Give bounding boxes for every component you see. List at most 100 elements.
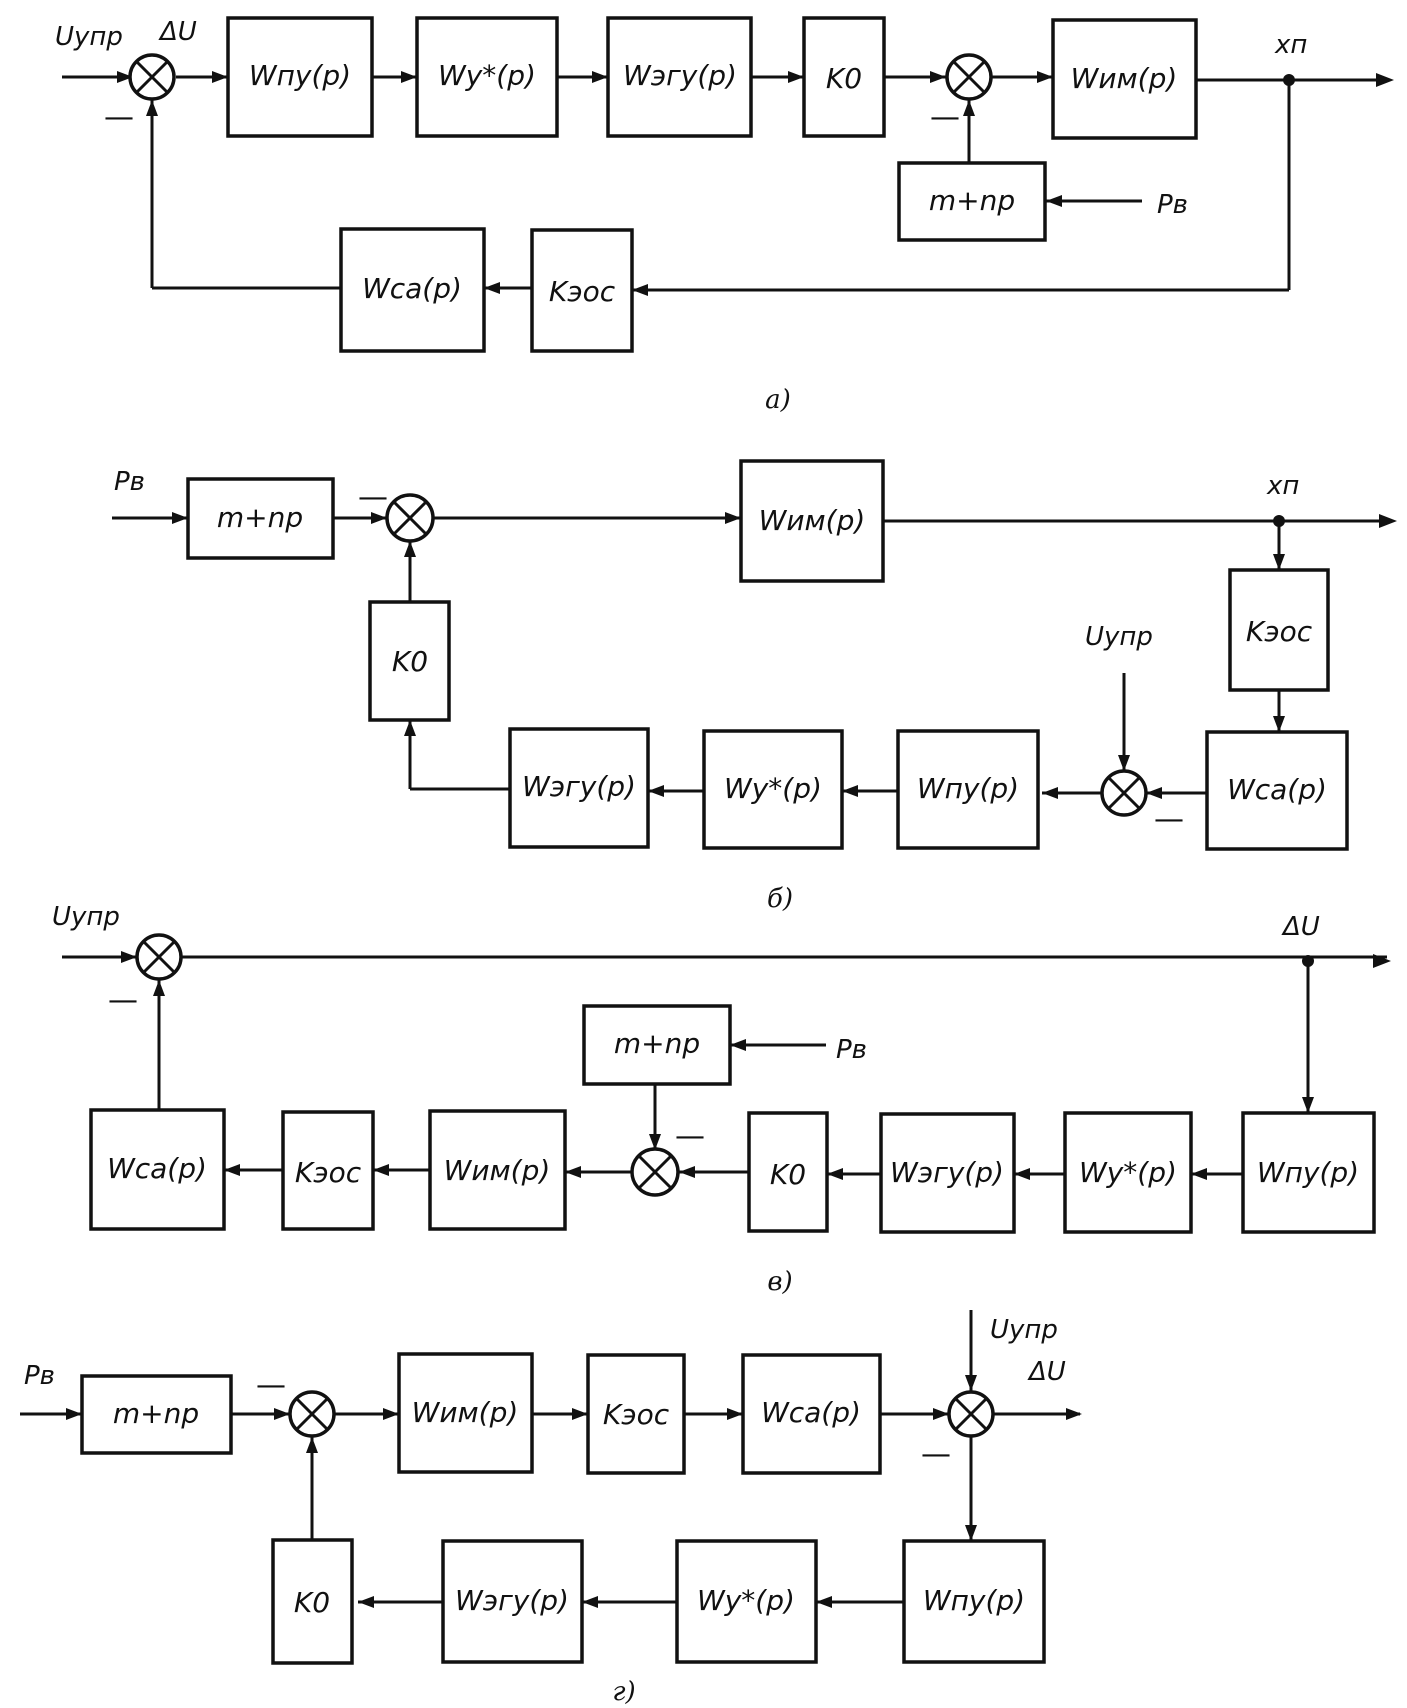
minus-sign: — [675,1119,705,1154]
input-label: Uупр [52,902,120,932]
block-wpu-label: Wпу(p) [1257,1156,1359,1189]
block-wsa [339,227,486,353]
input-label: Uупр [990,1315,1058,1345]
block-k0-label: K0 [770,1158,806,1191]
block-wy-label: Wу*(p) [438,59,536,92]
block-keos-label: Kэос [295,1156,362,1189]
minus-sign: — [108,983,138,1018]
block-wy [702,729,844,850]
block-wy-label: Wу*(p) [1079,1156,1177,1189]
input-label: Uупр [1085,622,1153,652]
block-wegu [508,727,650,849]
block-keos-label: Kэос [1246,615,1313,648]
block-wpu-label: Wпу(p) [917,772,1019,805]
caption-b: б) [767,884,793,914]
block-wpu [1241,1111,1376,1234]
block-wegu-label: Wэгу(p) [455,1584,569,1617]
block-wpu-label: Wпу(p) [249,59,351,92]
block-wy [415,16,559,138]
block-k0 [368,600,451,722]
block-wim-label: Wим(p) [759,504,866,537]
block-wy-label: Wу*(p) [697,1584,795,1617]
block-wegu-label: Wэгу(p) [623,59,737,92]
block-wy [675,1539,818,1664]
diagram-v: m+np Wса(p) Kэос Wим(p) K0 Wэгу(p) Wу*(p… [52,902,1391,1297]
block-wegu-label: Wэгу(p) [890,1156,1004,1189]
sum-junction-input [947,1390,995,1438]
block-wim [1051,18,1198,140]
minus-sign: — [921,1437,951,1472]
block-wsa [741,1353,882,1475]
block-wy [1063,1111,1193,1234]
minus-sign: — [358,480,388,515]
block-wim [739,459,885,583]
load-label: Pв [24,1361,55,1391]
block-wsa-label: Wса(p) [107,1152,207,1185]
load-label: Pв [836,1035,867,1065]
diagram-b: m+np Wим(p) K0 Kэос Wса(p) Wпу(p) Wу*(p)… [112,459,1397,914]
block-wegu-label: Wэгу(p) [522,770,636,803]
load-label: Pв [114,467,145,497]
output-label: ΔU [1027,1357,1066,1387]
input-label: Uупр [55,22,123,52]
sum-junction-load [630,1147,680,1197]
block-keos [530,228,634,353]
output-label: xп [1266,471,1299,501]
block-wegu [606,16,753,138]
block-mnp-label: m+np [929,184,1015,217]
sum-junction-load [945,53,993,101]
block-keos [281,1110,375,1231]
block-wpu [226,16,374,138]
block-mnp-label: m+np [217,501,303,534]
sum-junction-input [128,53,176,101]
minus-sign: — [930,100,960,135]
block-k0-label: K0 [392,645,428,678]
block-wim-label: Wим(p) [412,1396,519,1429]
block-keos-label: Kэос [603,1398,670,1431]
block-k0-label: K0 [294,1586,330,1619]
block-wpu [902,1539,1046,1664]
block-k0 [747,1111,829,1233]
block-wpu-label: Wпу(p) [923,1584,1025,1617]
caption-v: в) [767,1267,792,1297]
block-wsa-label: Wса(p) [761,1396,861,1429]
block-keos [1228,568,1330,692]
block-wpu [896,729,1040,850]
block-mnp-label: m+np [113,1397,199,1430]
load-label: Pв [1157,190,1188,220]
arrowheads [121,951,1391,1180]
block-wim [397,1352,534,1474]
block-k0-label: K0 [826,62,862,95]
minus-sign: — [104,100,134,135]
output-label: xп [1274,30,1307,60]
error-label: ΔU [158,17,197,47]
block-k0 [271,1538,354,1665]
branch-point [1273,515,1285,527]
arrowheads [117,71,1394,296]
block-wsa-label: Wса(p) [1227,773,1327,806]
block-k0 [802,16,886,138]
branch-point [1302,955,1314,967]
block-mnp [186,477,335,560]
block-mnp [897,161,1047,242]
arrowheads [66,1375,1082,1608]
caption-g: г) [612,1677,635,1707]
sum-junction-input [1100,769,1148,817]
block-wsa [1205,730,1349,851]
block-wim-label: Wим(p) [444,1154,551,1187]
block-mnp [582,1004,732,1086]
block-wsa [89,1108,226,1231]
block-wim-label: Wим(p) [1071,62,1178,95]
block-keos [586,1353,686,1475]
caption-a: а) [765,385,791,415]
sum-junction-load [385,493,435,543]
diagram-a: Wпу(p) Wу*(p) Wэгу(p) K0 Wим(p) m+np Wса… [55,16,1394,415]
block-mnp [80,1374,233,1455]
block-keos-label: Kэос [549,275,616,308]
sum-junction-input [135,933,183,981]
minus-sign: — [256,1368,286,1403]
block-wegu [441,1539,584,1664]
minus-sign: — [1154,802,1184,837]
block-wsa-label: Wса(p) [362,272,462,305]
